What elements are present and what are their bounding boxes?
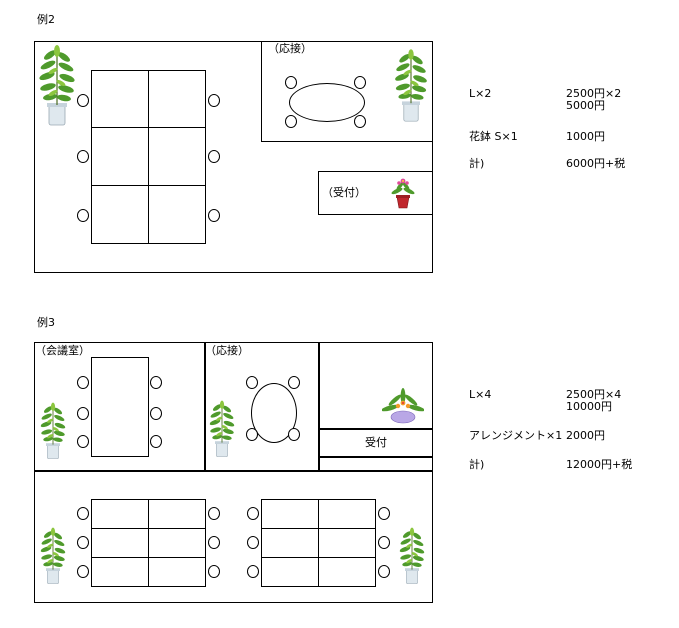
table-cell bbox=[91, 557, 149, 587]
table-cell bbox=[148, 528, 206, 558]
chair bbox=[246, 428, 258, 441]
example3-pricing-item: アレンジメント×1 bbox=[469, 429, 563, 442]
example3-pricing-item: L×4 bbox=[469, 388, 492, 401]
divider bbox=[34, 470, 433, 472]
table-cell bbox=[91, 70, 149, 128]
example2-reception-room bbox=[261, 41, 433, 142]
flower-arrangement-icon bbox=[382, 388, 424, 424]
chair bbox=[378, 536, 390, 549]
example2-heading: 例2 bbox=[37, 13, 55, 26]
chair bbox=[77, 376, 89, 389]
example3-pricing-total: 12000円+税 bbox=[566, 458, 633, 471]
potted-plant-icon bbox=[393, 48, 429, 122]
example3-meeting-table bbox=[91, 357, 149, 457]
example3-pricing-price: 2500円×4 bbox=[566, 388, 622, 401]
table-cell bbox=[261, 528, 319, 558]
chair bbox=[77, 150, 89, 163]
divider bbox=[318, 428, 433, 430]
table-cell bbox=[148, 185, 206, 244]
example3-heading: 例3 bbox=[37, 316, 55, 329]
table-cell bbox=[148, 499, 206, 529]
example3-pricing-subtotal: 10000円 bbox=[566, 400, 612, 413]
table-cell bbox=[261, 499, 319, 529]
divider bbox=[204, 342, 206, 471]
potted-plant-icon bbox=[37, 45, 77, 126]
potted-plant-icon bbox=[398, 527, 426, 585]
table-cell bbox=[91, 127, 149, 186]
example2-pricing-total: 6000円+税 bbox=[566, 157, 626, 170]
chair bbox=[246, 376, 258, 389]
chair bbox=[208, 209, 220, 222]
table-cell bbox=[91, 528, 149, 558]
chair bbox=[150, 435, 162, 448]
table-cell bbox=[148, 70, 206, 128]
chair bbox=[354, 115, 366, 128]
chair bbox=[208, 507, 220, 520]
chair bbox=[77, 94, 89, 107]
example2-pricing-total-label: 計) bbox=[469, 157, 485, 170]
chair bbox=[150, 407, 162, 420]
example2-pricing-price: 1000円 bbox=[566, 130, 605, 143]
example2-pricing-subtotal: 5000円 bbox=[566, 99, 605, 112]
chair bbox=[247, 507, 259, 520]
example2-pricing-item: L×2 bbox=[469, 87, 492, 100]
example3-floor bbox=[34, 342, 433, 603]
example3-pricing-price: 2000円 bbox=[566, 429, 605, 442]
potted-plant-icon bbox=[208, 400, 236, 458]
potted-plant-icon bbox=[39, 402, 67, 460]
chair bbox=[285, 115, 297, 128]
chair bbox=[378, 565, 390, 578]
table-cell bbox=[91, 499, 149, 529]
chair bbox=[247, 565, 259, 578]
example2-reception-room-label: （応接） bbox=[268, 42, 312, 55]
chair bbox=[150, 376, 162, 389]
potted-plant-icon bbox=[39, 527, 67, 585]
example3-reception-room-label: （応接） bbox=[205, 344, 249, 357]
example2-pricing-item: 花鉢 S×1 bbox=[469, 130, 518, 143]
divider bbox=[318, 456, 433, 458]
example2-reception-desk-label: （受付） bbox=[322, 186, 366, 199]
chair bbox=[77, 435, 89, 448]
chair bbox=[247, 536, 259, 549]
divider bbox=[318, 342, 320, 471]
chair bbox=[285, 76, 297, 89]
chair bbox=[378, 507, 390, 520]
chair bbox=[354, 76, 366, 89]
table-cell bbox=[148, 127, 206, 186]
example2-reception-table bbox=[289, 83, 365, 122]
example3-meeting-room-label: （会議室） bbox=[35, 344, 90, 357]
table-cell bbox=[261, 557, 319, 587]
chair bbox=[208, 536, 220, 549]
chair bbox=[208, 565, 220, 578]
example3-reception-desk-label: 受付 bbox=[365, 436, 387, 449]
example2-floor bbox=[34, 41, 433, 273]
chair bbox=[77, 209, 89, 222]
example3-pricing-total-label: 計) bbox=[469, 458, 485, 471]
table-cell bbox=[91, 185, 149, 244]
chair bbox=[77, 536, 89, 549]
example2-reception-desk bbox=[318, 171, 433, 215]
chair bbox=[208, 94, 220, 107]
table-cell bbox=[318, 499, 376, 529]
chair bbox=[288, 376, 300, 389]
chair bbox=[77, 565, 89, 578]
table-cell bbox=[318, 557, 376, 587]
chair bbox=[77, 407, 89, 420]
chair bbox=[288, 428, 300, 441]
chair bbox=[208, 150, 220, 163]
table-cell bbox=[318, 528, 376, 558]
example2-pricing-price: 2500円×2 bbox=[566, 87, 622, 100]
table-cell bbox=[148, 557, 206, 587]
chair bbox=[77, 507, 89, 520]
flower-pot-icon bbox=[391, 178, 415, 209]
